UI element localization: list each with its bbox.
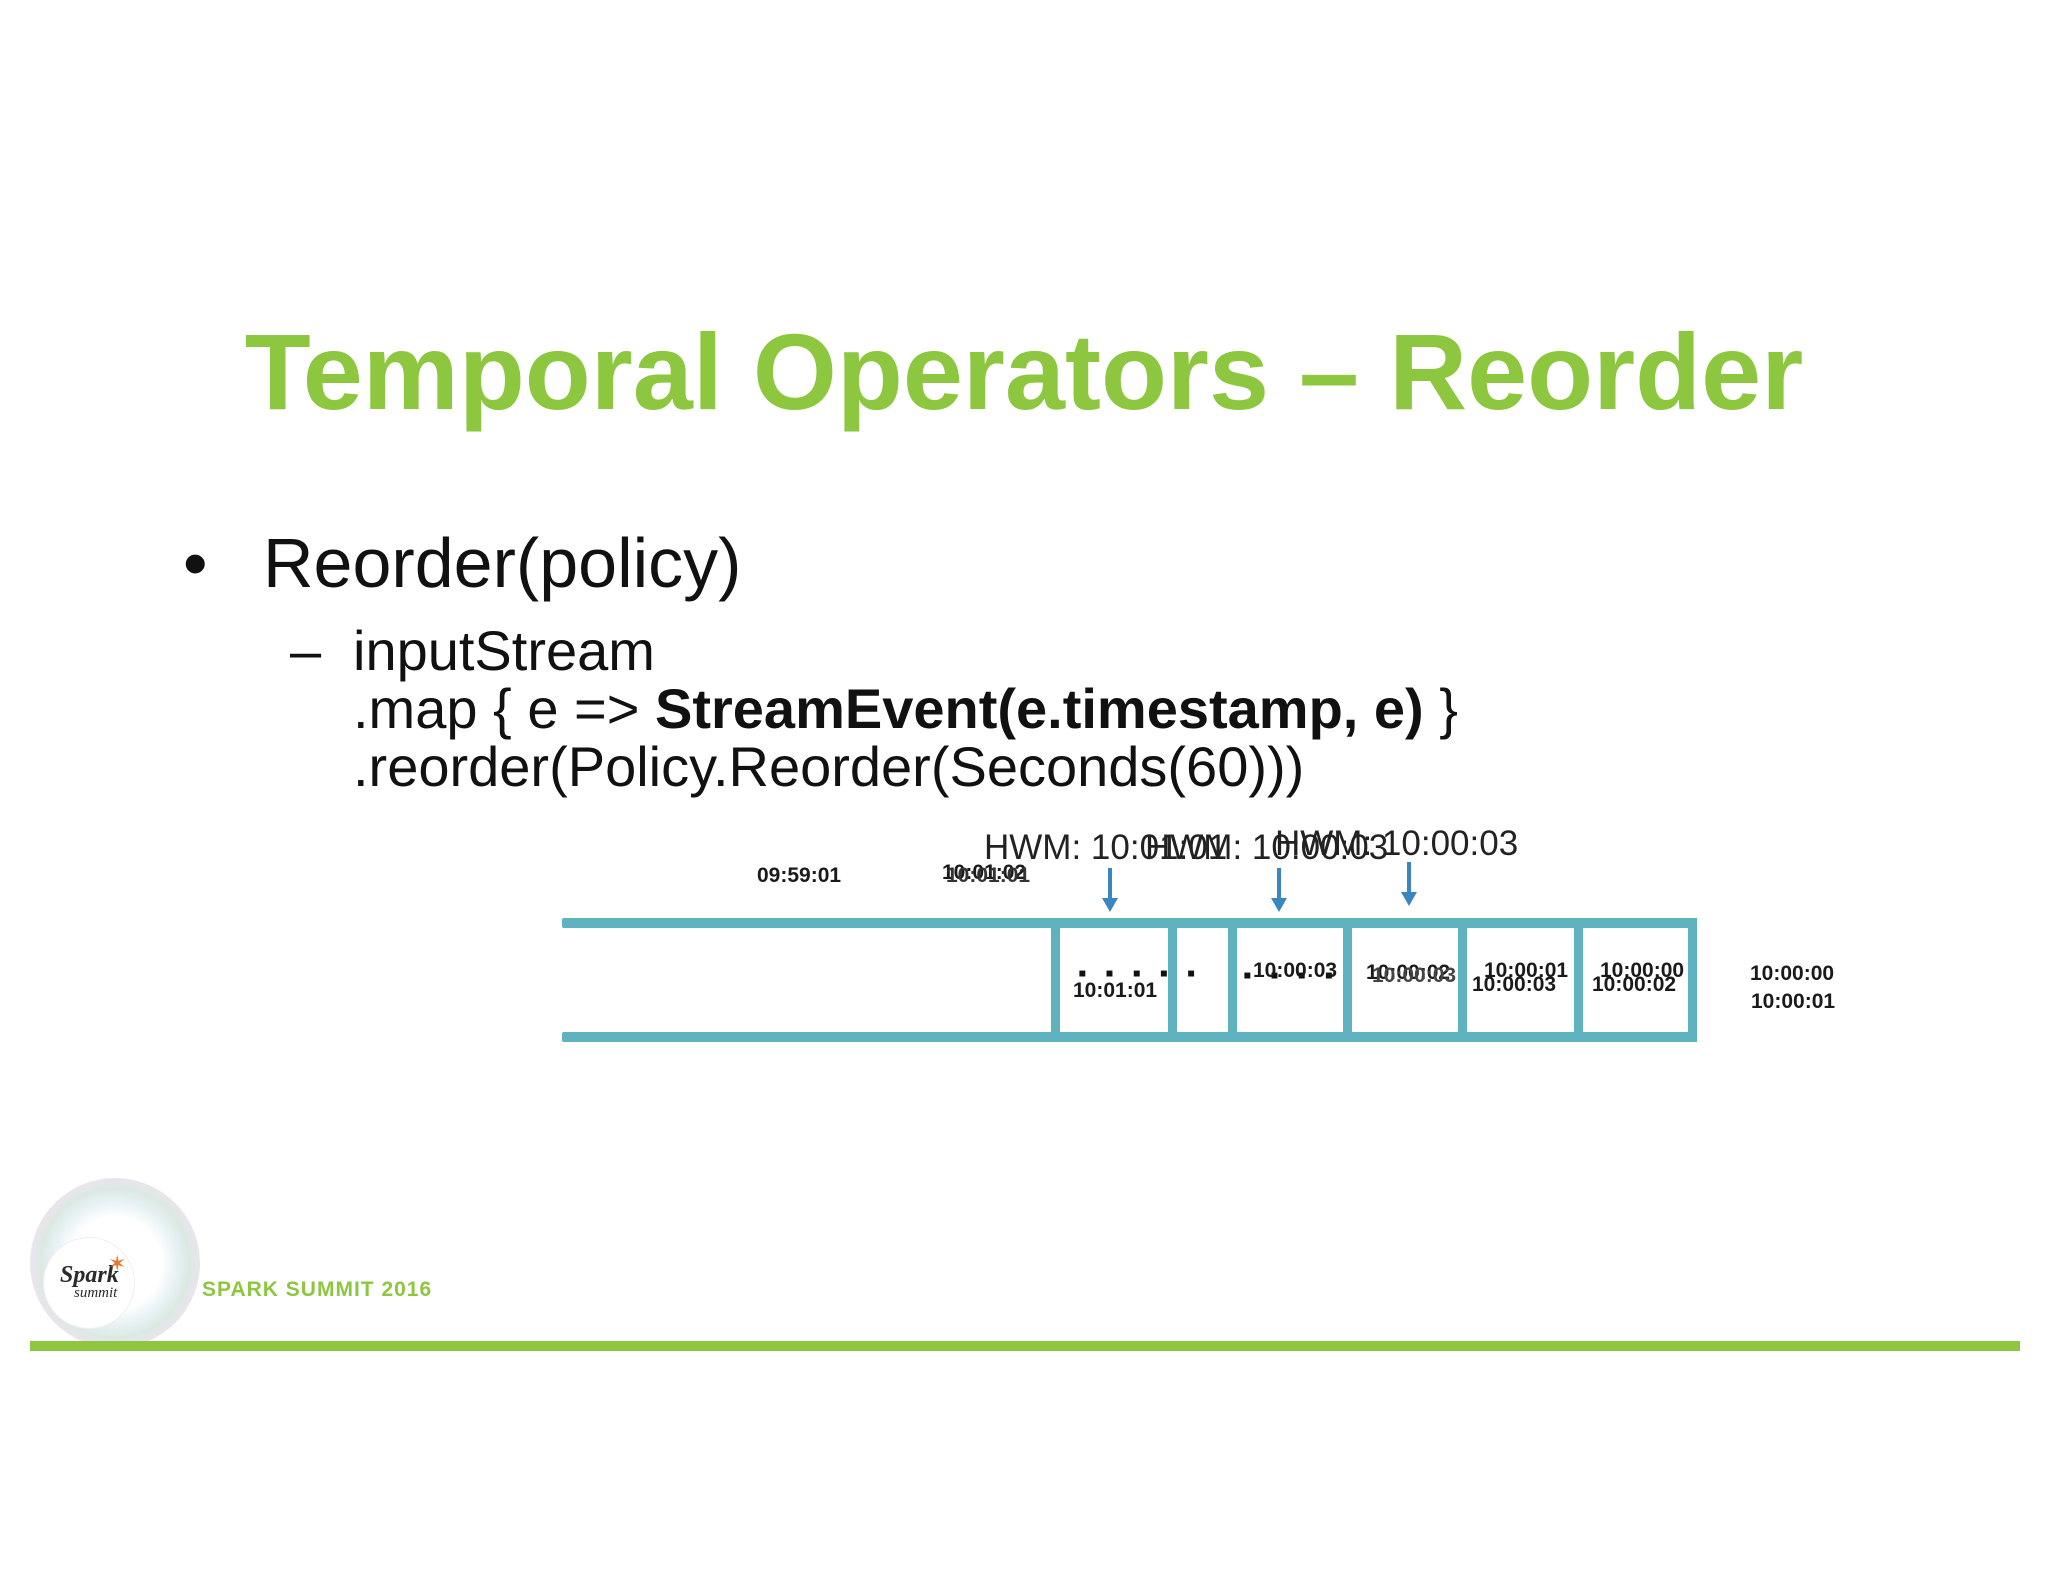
code-line-1: inputStream — [353, 619, 655, 682]
code-line-2-bold: StreamEvent(e.timestamp, e) — [654, 677, 1424, 740]
logo-summit-word: summit — [74, 1285, 118, 1301]
timestamp-output-bottom: 10:00:01 — [1751, 990, 1836, 1013]
slot3-dots: ▪ ▪ ▪ ▪ — [1243, 962, 1340, 989]
bullet-marker: • — [183, 524, 208, 602]
bullet-reorder: •Reorder(policy) — [183, 528, 741, 598]
timestamp-slot4-overlap: 10:00:03 — [1372, 964, 1457, 987]
code-line-2-suffix: } — [1423, 677, 1458, 740]
footer-event-name: SPARK SUMMIT 2016 — [202, 1278, 433, 1301]
pipe-wall-3 — [1228, 922, 1237, 1038]
logo-spark-word: Spark — [60, 1262, 119, 1288]
code-line-2: .map { e => StreamEvent(e.timestamp, e) … — [353, 680, 1458, 738]
code-line-2-prefix: .map { e => — [353, 677, 655, 740]
pipe-wall-5 — [1458, 922, 1467, 1038]
pipe-wall-1 — [1051, 922, 1060, 1038]
sub-bullet-dash: – — [290, 619, 322, 682]
pipe-wall-2 — [1168, 922, 1177, 1038]
spark-summit-logo — [44, 1238, 134, 1328]
timestamp-left-b-overlap: 10:01:01 — [946, 864, 1031, 887]
pipe-wall-7 — [1688, 918, 1697, 1042]
timestamp-slot3-top: 10:00:03 — [1253, 959, 1338, 982]
spark-star-icon: ✶ — [108, 1251, 127, 1276]
hwm-label-2: HWM: 10:00:03 — [1145, 828, 1389, 867]
timestamp-slot6-top: 10:00:00 — [1600, 959, 1685, 982]
timestamp-left-b: 10:01:02 — [942, 861, 1027, 884]
timestamp-slot5-top: 10:00:01 — [1484, 959, 1569, 982]
timestamp-slot4-top: 10:00:02 — [1366, 961, 1451, 984]
timestamp-output-top: 10:00:00 — [1750, 962, 1835, 985]
slide-title: Temporal Operators – Reorder — [244, 311, 1804, 432]
pipe-top-rail — [562, 918, 1692, 928]
footer-bar — [30, 1341, 2020, 1351]
code-line-3: .reorder(Policy.Reorder(Seconds(60))) — [353, 735, 1305, 798]
pipe-wall-6 — [1574, 922, 1583, 1038]
hwm-label-3: HWM: 10:00:03 — [1275, 824, 1519, 863]
timestamp-slot1-bottom: 10:01:01 — [1073, 979, 1158, 1002]
hwm-label-1: HWM: 10:01:01 — [984, 828, 1228, 867]
pipe-bottom-rail — [562, 1032, 1692, 1042]
slot1-dots: ▪ ▪ ▪ ▪ ▪ — [1078, 960, 1202, 987]
timestamp-left-a: 09:59:01 — [757, 864, 842, 887]
bullet-text: Reorder(policy) — [263, 524, 742, 602]
pipe-wall-4 — [1343, 922, 1352, 1038]
timestamp-slot6-bottom: 10:00:02 — [1592, 973, 1677, 996]
timestamp-slot5-bottom: 10:00:03 — [1472, 973, 1557, 996]
